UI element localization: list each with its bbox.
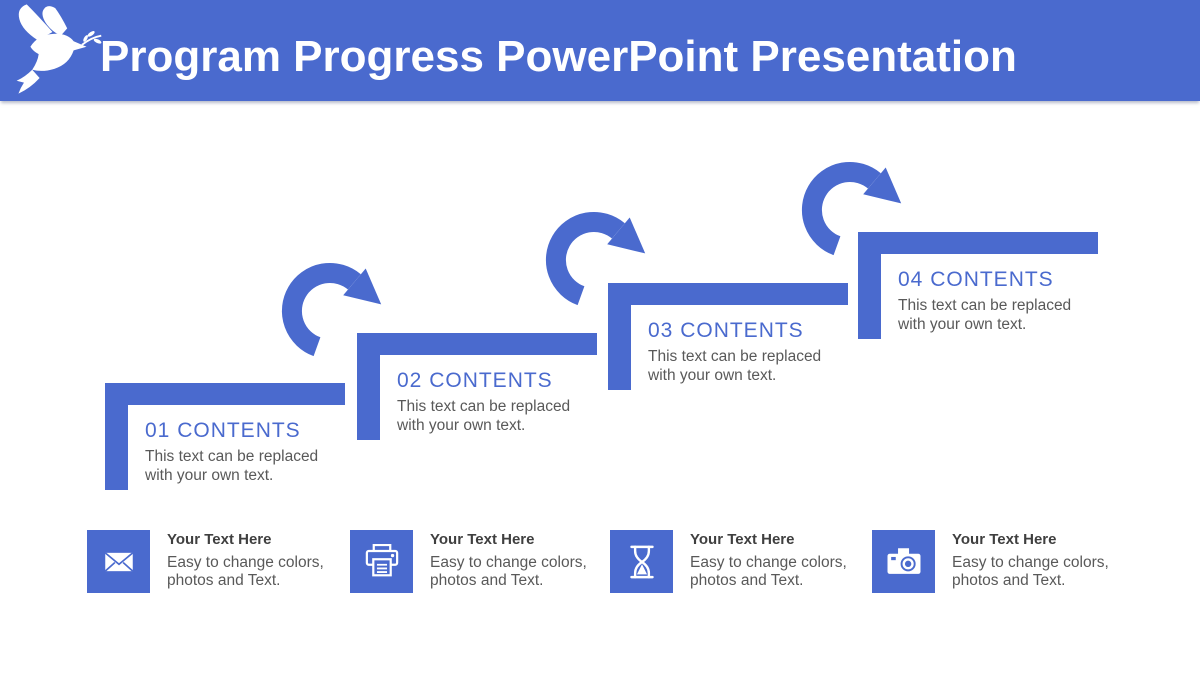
footer-item-camera: Your Text Here Easy to change colors, ph… [872, 530, 1130, 622]
step-bracket-horizontal [858, 232, 1098, 254]
footer-item-title: Your Text Here [430, 531, 535, 548]
step-block-4: 04 CONTENTS This text can be replaced wi… [858, 232, 1108, 482]
footer-item-title: Your Text Here [167, 531, 272, 548]
step-title: 04 CONTENTS [898, 268, 1054, 291]
step-description: This text can be replaced with your own … [648, 348, 822, 384]
dove-icon [16, 4, 102, 94]
footer-item-description: Easy to change colors, photos and Text. [952, 554, 1109, 590]
step-block-3: 03 CONTENTS This text can be replaced wi… [608, 283, 858, 533]
page-title: Program Progress PowerPoint Presentation [100, 31, 1017, 81]
icon-box [350, 530, 413, 593]
step-description: This text can be replaced with your own … [898, 297, 1072, 333]
footer-item-description: Easy to change colors, photos and Text. [167, 554, 324, 590]
envelope-icon [104, 551, 133, 572]
step-title: 03 CONTENTS [648, 319, 804, 342]
step-bracket-vertical [858, 232, 881, 339]
footer-item-envelope: Your Text Here Easy to change colors, ph… [87, 530, 345, 622]
step-title: 02 CONTENTS [397, 369, 553, 392]
step-bracket-horizontal [357, 333, 597, 355]
hourglass-icon [629, 545, 654, 578]
step-bracket-vertical [608, 283, 631, 390]
camera-icon [887, 547, 920, 574]
step-title: 01 CONTENTS [145, 419, 301, 442]
step-description: This text can be replaced with your own … [397, 398, 571, 434]
header-banner: Program Progress PowerPoint Presentation [0, 0, 1200, 101]
footer-item-description: Easy to change colors, photos and Text. [430, 554, 587, 590]
footer-item-title: Your Text Here [690, 531, 795, 548]
step-bracket-horizontal [105, 383, 345, 405]
icon-box [872, 530, 935, 593]
footer-item-hourglass: Your Text Here Easy to change colors, ph… [610, 530, 868, 622]
step-bracket-horizontal [608, 283, 848, 305]
step-bracket-vertical [105, 383, 128, 490]
circular-arrow-icon [281, 262, 382, 357]
step-description: This text can be replaced with your own … [145, 448, 319, 484]
circular-arrow-icon [801, 161, 902, 256]
printer-icon [365, 543, 398, 576]
footer-item-description: Easy to change colors, photos and Text. [690, 554, 847, 590]
step-block-1: 01 CONTENTS This text can be replaced wi… [105, 383, 355, 633]
step-block-2: 02 CONTENTS This text can be replaced wi… [357, 333, 607, 583]
circular-arrow-icon [545, 211, 646, 306]
footer-item-title: Your Text Here [952, 531, 1057, 548]
step-bracket-vertical [357, 333, 380, 440]
icon-box [87, 530, 150, 593]
icon-box [610, 530, 673, 593]
footer-item-printer: Your Text Here Easy to change colors, ph… [350, 530, 608, 622]
